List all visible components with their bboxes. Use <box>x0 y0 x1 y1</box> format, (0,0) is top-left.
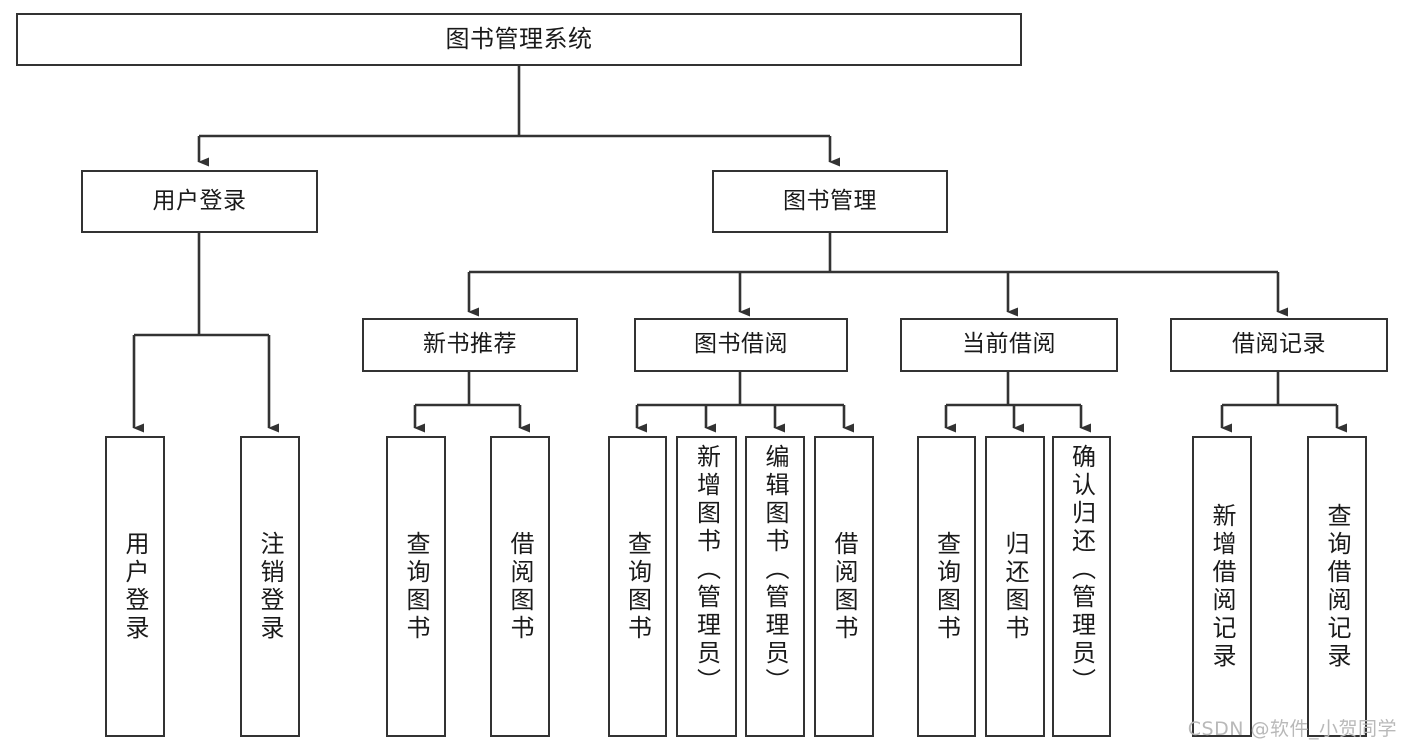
leaf-borrow-add-book-label: 新增图书（管理员） <box>692 444 721 696</box>
leaf-borrow-add-book[interactable]: 新增图书（管理员） <box>676 436 737 737</box>
leaf-new-book-query[interactable]: 查询图书 <box>386 436 446 737</box>
leaf-borrow-edit-book-label: 编辑图书（管理员） <box>761 444 789 696</box>
csdn-watermark: CSDN @软件_小贺同学 <box>1187 718 1397 740</box>
node-new-book-recommend[interactable]: 新书推荐 <box>362 318 578 372</box>
node-borrow-record[interactable]: 借阅记录 <box>1170 318 1388 372</box>
leaf-record-add-record-label: 新增借阅记录 <box>1208 502 1236 671</box>
leaf-user-login-login[interactable]: 用户登录 <box>105 436 165 737</box>
leaf-user-login-logout[interactable]: 注销登录 <box>240 436 300 737</box>
leaf-record-add-record[interactable]: 新增借阅记录 <box>1192 436 1252 737</box>
leaf-current-return-book[interactable]: 归还图书 <box>985 436 1045 737</box>
node-user-login-label: 用户登录 <box>152 187 247 214</box>
leaf-current-query-book[interactable]: 查询图书 <box>917 436 976 737</box>
leaf-current-return-book-label: 归还图书 <box>1001 530 1029 643</box>
leaf-current-confirm-return-label: 确认归还（管理员） <box>1067 444 1096 696</box>
leaf-record-query-record[interactable]: 查询借阅记录 <box>1307 436 1367 737</box>
leaf-new-book-query-label: 查询图书 <box>402 530 430 643</box>
node-root-system-label: 图书管理系统 <box>445 25 593 54</box>
node-root-system[interactable]: 图书管理系统 <box>16 13 1022 66</box>
node-book-management-label: 图书管理 <box>783 187 877 214</box>
node-book-management[interactable]: 图书管理 <box>712 170 948 233</box>
leaf-current-confirm-return[interactable]: 确认归还（管理员） <box>1052 436 1111 737</box>
node-user-login[interactable]: 用户登录 <box>81 170 318 233</box>
leaf-record-query-record-label: 查询借阅记录 <box>1323 502 1351 671</box>
leaf-borrow-query-book-label: 查询图书 <box>623 530 652 643</box>
node-current-borrow[interactable]: 当前借阅 <box>900 318 1118 372</box>
leaf-borrow-edit-book[interactable]: 编辑图书（管理员） <box>745 436 805 737</box>
node-borrow-record-label: 借阅记录 <box>1232 331 1326 358</box>
node-book-borrow-label: 图书借阅 <box>694 331 788 358</box>
leaf-new-book-borrow[interactable]: 借阅图书 <box>490 436 550 737</box>
node-new-book-recommend-label: 新书推荐 <box>423 331 517 358</box>
leaf-user-login-logout-label: 注销登录 <box>256 530 284 643</box>
leaf-borrow-borrow-book[interactable]: 借阅图书 <box>814 436 874 737</box>
leaf-new-book-borrow-label: 借阅图书 <box>506 530 534 643</box>
leaf-user-login-login-label: 用户登录 <box>121 530 149 643</box>
leaf-borrow-borrow-book-label: 借阅图书 <box>830 530 858 643</box>
leaf-current-query-book-label: 查询图书 <box>932 530 961 643</box>
node-current-borrow-label: 当前借阅 <box>962 331 1056 358</box>
node-book-borrow[interactable]: 图书借阅 <box>634 318 848 372</box>
leaf-borrow-query-book[interactable]: 查询图书 <box>608 436 667 737</box>
